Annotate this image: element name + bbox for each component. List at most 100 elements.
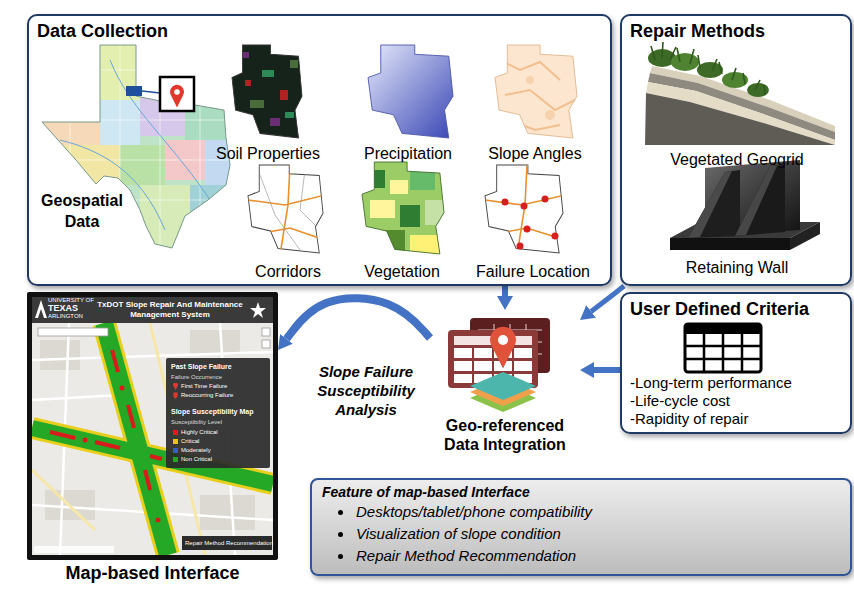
- soil-thumbnail: [245, 80, 251, 86]
- texas-map: [142, 91, 160, 93]
- retaining-wall-illustration: [670, 238, 790, 250]
- legend-row: Reoccurring Failure: [173, 391, 233, 399]
- caption: Retaining Wall: [686, 258, 789, 277]
- thumbnail-caption: Vegetation: [364, 262, 440, 281]
- caption: Slope Angles: [488, 144, 581, 163]
- interface-screenshot: [156, 518, 161, 523]
- vegetation-thumbnail: [360, 160, 450, 260]
- caption: Geospatial Data: [36, 190, 128, 232]
- texas-map: [170, 85, 184, 108]
- failure-thumbnail: [517, 243, 524, 250]
- legend-pin: [173, 392, 178, 399]
- soil-thumbnail: [270, 118, 280, 126]
- vegetation-thumbnail: [425, 200, 445, 225]
- thumbnail-caption: Failure Location: [476, 262, 590, 281]
- map-caption: Geospatial Data: [36, 190, 128, 232]
- screen-label: Repair Method Recommendation: [185, 539, 273, 547]
- section-panel: Data CollectionGeospatial Data Soil Prope…: [27, 14, 612, 286]
- interface-screenshot: [200, 495, 255, 530]
- caption: Corridors: [255, 262, 321, 281]
- texas-map: [120, 145, 165, 185]
- feature-item: Desktops/tablet/phone compatibility: [356, 501, 840, 523]
- connector-group: [286, 286, 624, 370]
- legend-text: Reoccurring Failure: [181, 391, 233, 399]
- criterion-item: -Rapidity of repair: [630, 410, 842, 428]
- integration-icon: [498, 335, 508, 345]
- failure-thumbnail: [542, 196, 549, 203]
- vegetation-thumbnail: [390, 180, 408, 194]
- failure-thumbnail: [524, 226, 531, 233]
- soil-thumbnail: [280, 90, 288, 100]
- method-caption: Vegetated Geogrid: [670, 150, 803, 169]
- caption: Precipitation: [364, 144, 452, 163]
- thumbnail-caption: Soil Properties: [216, 144, 320, 163]
- slope-thumbnail: [493, 43, 583, 143]
- soil-thumbnail: [262, 70, 274, 77]
- failure-thumbnail: [552, 233, 559, 240]
- panel-title: Data Collection: [37, 20, 602, 42]
- slope-thumbnail: [526, 76, 534, 84]
- vegetation-thumbnail: [360, 160, 450, 260]
- panel-title: Repair Methods: [630, 20, 842, 42]
- screen-label: Failure Occurrence: [171, 373, 222, 381]
- thumbnail-caption: Precipitation: [364, 144, 452, 163]
- interface-screenshot: [190, 330, 240, 355]
- legend-swatch: [173, 448, 178, 453]
- texas-map: [30, 40, 240, 255]
- panel-title: User Defined Criteria: [630, 298, 842, 320]
- criterion-item: -Life-cycle cost: [630, 392, 842, 410]
- integration-icon: [454, 361, 472, 371]
- slope-thumbnail: [493, 43, 583, 143]
- interface-screenshot: [50, 350, 162, 490]
- texas-map: [30, 40, 240, 255]
- corridor-thumbnail: [248, 165, 323, 253]
- legend-text: Non Critical: [181, 455, 212, 463]
- integration-icon: [454, 348, 472, 358]
- texas-map: [174, 89, 180, 95]
- soil-thumbnail: [230, 43, 305, 143]
- texas-map: [160, 77, 194, 111]
- table-icon: [685, 324, 761, 372]
- interface-screenshot: [32, 297, 273, 555]
- integration-icon: [514, 348, 532, 358]
- legend-row: Non Critical: [173, 455, 212, 463]
- geogrid-illustration: [651, 42, 765, 95]
- vegetation-thumbnail: [400, 205, 420, 227]
- screen-label: ARLINGTON: [48, 313, 83, 320]
- interface-screenshot: [34, 546, 114, 553]
- hub-label: Geo-referenced Data Integration: [430, 416, 580, 454]
- screen-label: Past Slope Failure: [171, 362, 232, 371]
- integration-icon: [448, 318, 550, 412]
- geogrid-illustration: [645, 42, 835, 145]
- soil-thumbnail: [232, 45, 302, 138]
- retaining-wall-illustration: [688, 171, 732, 238]
- integration-icon: [490, 327, 516, 369]
- legend-row: Highly Critical: [173, 428, 218, 436]
- vegetation-thumbnail: [410, 235, 440, 255]
- caption: Vegetation: [364, 262, 440, 281]
- legend-text: Critical: [181, 437, 199, 445]
- soil-thumbnail: [285, 112, 294, 118]
- interface-screenshot: [250, 302, 266, 318]
- vegetation-thumbnail: [370, 200, 395, 218]
- integration-icon: [474, 348, 492, 358]
- corridor-thumbnail: [248, 165, 325, 255]
- legend-swatch: [173, 457, 178, 462]
- legend-pin: [173, 383, 178, 390]
- corridor-thumbnail: [248, 165, 325, 255]
- thumbnail-caption: Corridors: [255, 262, 321, 281]
- interface-screenshot: [35, 300, 47, 318]
- slope-thumbnail: [500, 60, 575, 130]
- interface-screenshot: [83, 438, 88, 443]
- flow-arrow: [594, 367, 620, 373]
- failure-thumbnail: [485, 165, 565, 255]
- feature-title: Feature of map-based Interface: [322, 483, 840, 501]
- corridor-thumbnail: [248, 165, 325, 255]
- criteria-panel: User Defined Criteria-Long-term performa…: [620, 292, 852, 434]
- vegetation-thumbnail: [380, 230, 405, 252]
- legend-row: Critical: [173, 437, 199, 445]
- slope-thumbnail: [545, 110, 555, 120]
- retaining-wall-illustration: [670, 160, 820, 250]
- texas-map: [30, 40, 240, 255]
